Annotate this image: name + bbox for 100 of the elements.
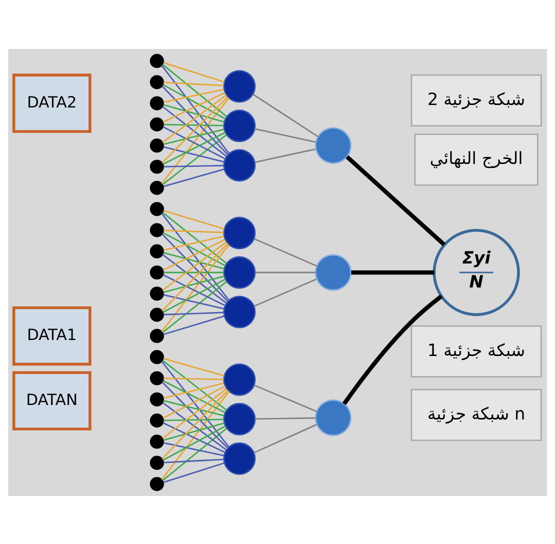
node-circle <box>150 159 164 174</box>
connector <box>252 93 318 137</box>
node-circle <box>150 307 164 322</box>
connector <box>161 97 230 184</box>
connector <box>162 280 227 333</box>
connector <box>162 389 228 459</box>
connector <box>346 154 446 246</box>
node-circle <box>150 180 164 194</box>
node-circle <box>150 244 164 258</box>
connector <box>163 146 224 162</box>
node-circle <box>150 74 164 89</box>
node-circle: Σyi N <box>432 228 520 316</box>
connector <box>162 126 226 159</box>
connector <box>254 128 316 142</box>
connector <box>162 232 226 266</box>
connector <box>162 402 227 450</box>
connector <box>162 211 227 264</box>
connector <box>255 416 316 420</box>
connector <box>162 242 228 311</box>
connector <box>162 63 227 116</box>
node-circle <box>150 116 164 131</box>
connector <box>164 458 224 463</box>
connector <box>163 314 225 335</box>
connector <box>161 64 230 154</box>
connector <box>162 84 226 119</box>
node-circle <box>314 254 352 290</box>
node-circle <box>150 286 164 300</box>
connector <box>162 388 227 438</box>
connector <box>351 270 434 274</box>
connector <box>164 229 224 233</box>
node-box: الخرج النهائي <box>414 133 538 186</box>
connector <box>163 400 224 416</box>
connector <box>254 238 317 266</box>
connector <box>164 81 224 86</box>
connector <box>254 148 316 163</box>
node-circle <box>150 264 164 280</box>
node-box: DATA2 <box>12 73 92 132</box>
node-box: شبكة جزئية 1 <box>410 324 542 378</box>
connector <box>164 377 224 380</box>
connector <box>163 357 225 376</box>
node-circle <box>150 350 164 364</box>
node-box: شبكة جزئية n <box>410 388 542 440</box>
node-circle <box>150 455 164 470</box>
connector <box>164 164 224 167</box>
connector <box>163 274 224 292</box>
connector <box>162 254 227 304</box>
connector <box>162 380 226 413</box>
connector <box>162 92 225 122</box>
node-circle <box>150 392 164 406</box>
node-circle <box>150 434 164 448</box>
connector <box>163 294 224 309</box>
node-circle <box>150 328 164 342</box>
connector <box>162 385 226 418</box>
node-circle <box>314 398 352 436</box>
connector <box>161 360 230 447</box>
node-circle <box>223 295 256 328</box>
node-circle <box>150 476 164 491</box>
connector <box>162 428 227 481</box>
connector <box>164 418 224 421</box>
connector <box>163 168 225 187</box>
connector <box>162 94 227 142</box>
connector <box>162 381 228 448</box>
node-circle <box>223 148 256 182</box>
connector <box>162 422 225 452</box>
node-circle <box>223 362 256 396</box>
connector <box>162 96 228 163</box>
node-box: DATA1 <box>12 306 92 366</box>
connector <box>254 384 317 412</box>
connector <box>164 123 224 126</box>
connector <box>342 294 443 405</box>
node-circle <box>223 109 256 142</box>
connector <box>162 278 226 312</box>
node-circle <box>223 216 256 249</box>
connector <box>163 235 224 250</box>
node-circle <box>223 256 256 288</box>
connector <box>163 422 225 440</box>
connector <box>164 271 224 273</box>
connector <box>163 88 224 102</box>
node-circle <box>150 370 164 385</box>
node-circle <box>150 413 164 428</box>
connector <box>255 271 316 273</box>
node-circle <box>314 126 352 164</box>
node-circle <box>150 96 164 110</box>
connector <box>162 233 228 302</box>
connector <box>162 359 227 410</box>
connector <box>163 382 224 398</box>
connector <box>161 390 230 480</box>
node-circle <box>150 222 164 237</box>
node-box: DATAN <box>12 370 92 430</box>
connector <box>163 252 224 270</box>
connector <box>162 85 228 155</box>
connector <box>162 425 226 460</box>
node-circle <box>223 442 256 474</box>
connector <box>254 278 317 306</box>
connector <box>163 61 225 82</box>
connector <box>161 244 230 332</box>
node-box: شبكة جزئية 2 <box>410 74 542 126</box>
connector <box>163 442 224 456</box>
connector <box>164 311 224 315</box>
node-circle <box>223 402 256 435</box>
